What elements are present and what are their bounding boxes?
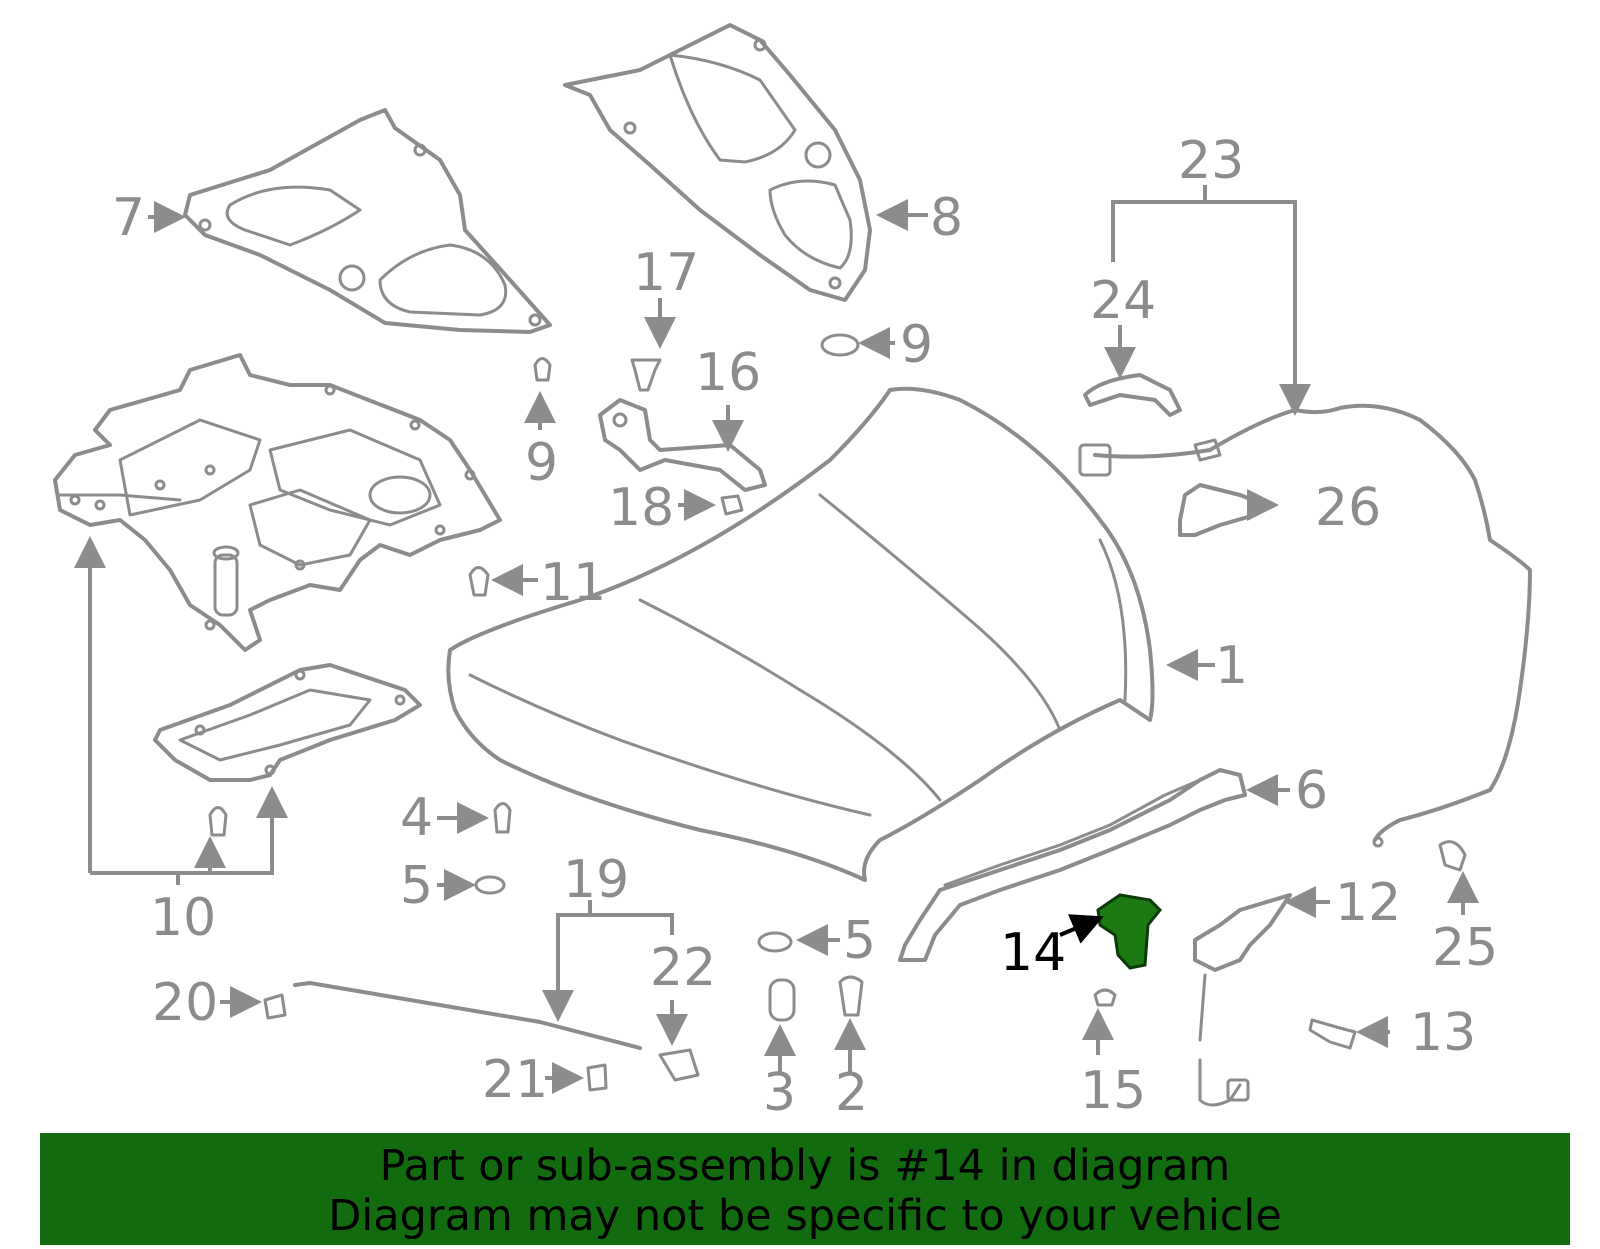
banner-line-1: Part or sub-assembly is #14 in diagram <box>379 1141 1231 1191</box>
part-6-seal <box>898 768 1247 962</box>
callout-15: 15 <box>1080 1061 1146 1121</box>
callout-23: 23 <box>1178 131 1244 191</box>
callout-17: 17 <box>633 243 699 303</box>
part-19-prop-rod <box>293 981 642 1050</box>
callout-8: 8 <box>930 188 963 248</box>
callout-3: 3 <box>763 1063 796 1123</box>
callout-19: 19 <box>563 850 629 910</box>
part-8-insulator <box>563 23 872 302</box>
part-14-highlighted <box>1096 893 1163 970</box>
part-24 <box>1083 373 1182 417</box>
info-banner: Part or sub-assembly is #14 in diagram D… <box>40 1133 1570 1245</box>
callout-6: 6 <box>1295 761 1328 821</box>
callout-9: 9 <box>525 433 558 493</box>
part-26 <box>1178 483 1267 537</box>
part-23-cable <box>1078 403 1532 848</box>
callout-14-highlighted: 14 <box>1000 923 1066 983</box>
callout-24: 24 <box>1090 271 1156 331</box>
callout-25: 25 <box>1432 918 1498 978</box>
callout-1: 1 <box>1215 636 1248 696</box>
part-10-undercover <box>53 353 502 652</box>
part-1-hood <box>446 386 1155 882</box>
callout-5: 5 <box>400 856 433 916</box>
callout-10: 10 <box>150 888 216 948</box>
callout-18: 18 <box>608 478 674 538</box>
part-16-hinge <box>598 398 767 492</box>
callout-12: 12 <box>1335 873 1401 933</box>
callout-11: 11 <box>540 553 606 613</box>
callout-9: 9 <box>900 315 933 375</box>
part-7-insulator <box>183 108 552 334</box>
callout-13: 13 <box>1410 1003 1476 1063</box>
fastener-shapes <box>208 333 1467 1092</box>
callout-26: 26 <box>1315 478 1381 538</box>
callout-labels: 1 2 3 4 5 5 6 7 8 9 9 10 11 12 13 14 15 … <box>112 131 1498 1123</box>
leader-lines <box>74 185 1479 1094</box>
callout-5: 5 <box>843 911 876 971</box>
part-12-latch <box>1193 893 1292 1107</box>
callout-4: 4 <box>400 788 433 848</box>
callout-20: 20 <box>152 973 218 1033</box>
banner-line-2: Diagram may not be specific to your vehi… <box>328 1191 1282 1241</box>
callout-16: 16 <box>695 343 761 403</box>
callout-2: 2 <box>835 1063 868 1123</box>
callout-21: 21 <box>482 1050 548 1110</box>
part-10-undercover-small <box>153 663 422 782</box>
callout-22: 22 <box>650 938 716 998</box>
callout-7: 7 <box>112 188 145 248</box>
